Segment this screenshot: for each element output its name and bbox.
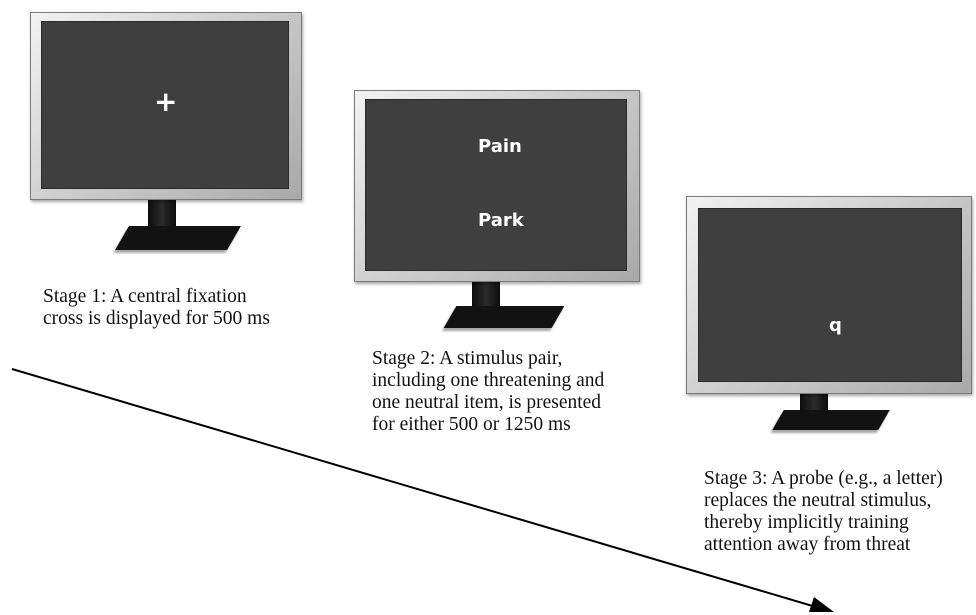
monitor-1-screen: + <box>41 21 289 189</box>
monitor-stage-3: q <box>686 196 976 436</box>
caption-stage-2: Stage 2: A stimulus pair, including one … <box>372 348 605 435</box>
monitor-3-screen: q <box>698 208 962 382</box>
time-arrow-head <box>809 597 834 612</box>
caption-stage-1: Stage 1: A central fixation cross is dis… <box>43 286 270 329</box>
caption-stage-3: Stage 3: A probe (e.g., a letter) replac… <box>704 468 943 555</box>
monitor-stage-2: Pain Park <box>354 90 644 335</box>
fixation-cross: + <box>154 85 178 118</box>
monitor-2-screen: Pain Park <box>365 99 627 271</box>
probe-letter: q <box>829 315 842 336</box>
time-arrow-line <box>11 368 817 608</box>
stimulus-word-top: Pain <box>478 136 522 157</box>
monitor-stage-1: + <box>30 12 308 252</box>
stimulus-word-bottom: Park <box>478 210 524 231</box>
